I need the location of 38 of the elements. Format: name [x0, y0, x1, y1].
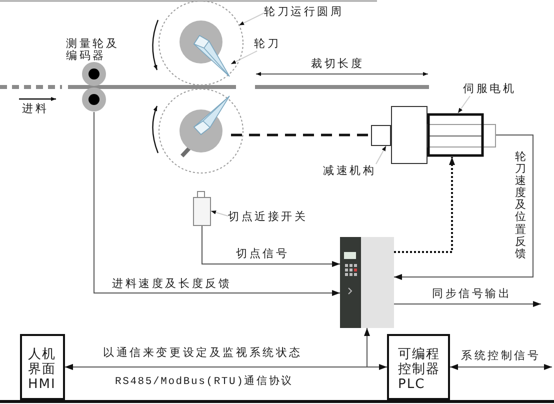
connector-arrow: [394, 301, 542, 307]
edge-label: 以通信来变更设定及监视系统状态: [103, 346, 302, 359]
cutter-wheel-drawing: [178, 95, 231, 159]
rotation-path-circle: [158, 0, 244, 86]
edge-label: 进料速度及长度反馈: [112, 277, 232, 290]
sensor-drawing: [193, 191, 211, 226]
shaft-line: [231, 134, 371, 136]
connector-arrow: [450, 364, 552, 370]
device-box: 人机界面 HMI: [20, 334, 65, 400]
protocol-label: RS485/ModBus(RTU)通信协议: [115, 376, 294, 389]
edge-label: 切点信号: [236, 247, 290, 260]
connector-arrow: [64, 328, 370, 370]
direction-label: 进料: [22, 102, 49, 115]
callout-label: 减速机构: [323, 164, 376, 178]
connector-arrow: [94, 112, 340, 296]
edge-label: 系统控制信号: [461, 349, 541, 362]
connector-arrow: [202, 226, 340, 267]
connector-arrow: [394, 134, 534, 280]
drive-unit-drawing: [340, 237, 394, 328]
cutter-wheel-drawing: [179, 20, 231, 78]
rotation-path-circle: [158, 88, 244, 174]
motor-drawing: [427, 113, 496, 157]
coupling-drawing: [371, 125, 391, 146]
dimension-label: 裁切长度: [311, 57, 364, 70]
leader-line: [210, 210, 228, 216]
callout-label: 轮刀运行圆周: [264, 5, 344, 19]
edge-label: 同步信号输出: [432, 287, 512, 300]
connector-arrow: [394, 157, 455, 253]
leader-line: [238, 12, 264, 26]
callout-label: 伺服电机: [463, 82, 516, 96]
device-box: 可编程控制器 PLC: [387, 334, 450, 400]
leader-line: [458, 96, 470, 114]
component-label: 测量轮及编码器: [66, 38, 120, 62]
leader-line: [230, 50, 258, 64]
callout-label: 切点近接开关: [228, 210, 308, 224]
edge-label: 轮刀速度及位置反馈: [515, 151, 526, 260]
callout-label: 轮刀: [254, 37, 281, 51]
leader-line: [376, 146, 386, 164]
